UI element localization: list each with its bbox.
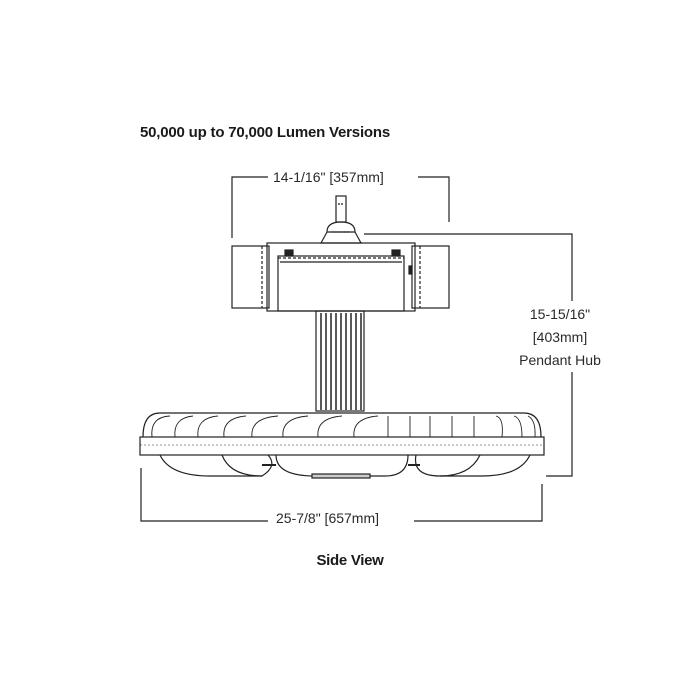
heatsink-column — [315, 310, 365, 412]
height-value-in: 15-15/16" — [529, 306, 591, 322]
view-caption: Side View — [316, 552, 384, 569]
top-dimension-line — [231, 176, 450, 238]
driver-housing — [231, 242, 450, 312]
pendant-stem — [319, 195, 363, 244]
bottom-width-dimension: 25-7/8" [657mm] — [276, 510, 380, 526]
height-dimension: 15-15/16" [403mm] Pendant Hub — [505, 303, 615, 372]
height-label: Pendant Hub — [519, 352, 601, 368]
bottom-dimension-line — [140, 468, 543, 522]
lens-domes — [159, 454, 531, 479]
height-value-mm: [403mm] — [532, 329, 588, 345]
top-width-dimension: 14-1/16" [357mm] — [273, 169, 384, 185]
drawing-title: 50,000 up to 70,000 Lumen Versions — [140, 124, 390, 141]
side-dimension-line — [364, 233, 573, 477]
fixture-body — [139, 412, 545, 456]
